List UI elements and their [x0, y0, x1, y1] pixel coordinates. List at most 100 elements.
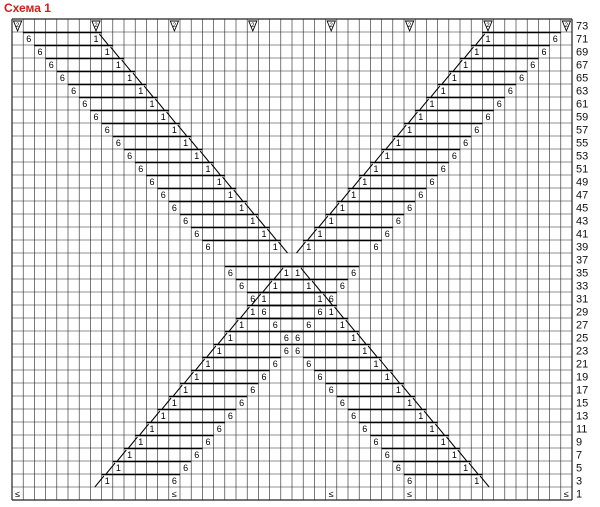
cable-count-label: 6 [519, 73, 524, 83]
single-stitch-label: 1 [93, 34, 98, 44]
single-stitch-label: 1 [452, 73, 457, 83]
cable-slant [423, 410, 434, 423]
slip-stitch-icon: ≤ [15, 489, 20, 499]
cable-count-label: 6 [396, 463, 401, 473]
cable-slant [318, 215, 329, 228]
row-number-label: 25 [576, 333, 588, 345]
cable-slant [441, 72, 452, 85]
single-stitch-label: 1 [306, 242, 311, 252]
single-stitch-label: 1 [373, 164, 378, 174]
single-stitch-label: 1 [429, 424, 434, 434]
single-stitch-label: 1 [295, 268, 300, 278]
cable-count-label: 6 [37, 47, 42, 57]
single-stitch-label: 1 [217, 346, 222, 356]
cable-count-label: 6 [553, 34, 558, 44]
single-stitch-label: 1 [161, 411, 166, 421]
cable-count-label: 6 [340, 281, 345, 291]
cable-slant [367, 345, 378, 358]
single-stitch-label: 1 [418, 112, 423, 122]
row-number-label: 23 [576, 346, 588, 358]
cable-count-label: 6 [82, 99, 87, 109]
slip-stitch-icon: ≤ [329, 489, 334, 499]
single-stitch-label: 1 [407, 125, 412, 135]
row-number-label: 51 [576, 164, 588, 176]
top-marker-label: 2 [94, 23, 98, 29]
cable-slant [154, 98, 165, 111]
single-stitch-label: 1 [441, 437, 446, 447]
single-stitch-label: 1 [161, 112, 166, 122]
top-marker-label: 2 [565, 23, 569, 29]
row-number-label: 55 [576, 138, 588, 150]
cable-slant [188, 137, 199, 150]
cable-count-label: 6 [396, 216, 401, 226]
cable-slant [434, 423, 445, 436]
cable-count-label: 6 [317, 307, 322, 317]
single-stitch-label: 1 [250, 307, 255, 317]
cable-count-label: 6 [172, 203, 177, 213]
single-stitch-label: 1 [127, 73, 132, 83]
chart-title: Схема 1 [4, 1, 51, 15]
single-stitch-label: 1 [385, 372, 390, 382]
cable-slant [199, 150, 210, 163]
cable-slant [177, 124, 188, 137]
cable-count-label: 6 [474, 125, 479, 135]
single-stitch-label: 1 [340, 203, 345, 213]
row-number-label: 13 [576, 411, 588, 423]
single-stitch-label: 1 [138, 86, 143, 96]
cable-slant [139, 423, 150, 436]
cable-slant [385, 137, 396, 150]
cable-slant [430, 85, 441, 98]
cable-slant [195, 358, 206, 371]
cable-slant [161, 397, 172, 410]
single-stitch-label: 1 [205, 359, 210, 369]
single-stitch-label: 1 [463, 60, 468, 70]
cable-slant [94, 475, 105, 488]
cable-count-label: 6 [71, 86, 76, 96]
cable-count-label: 6 [250, 385, 255, 395]
top-marker-label: 2 [408, 23, 412, 29]
cable-count-label: 6 [441, 164, 446, 174]
single-stitch-label: 1 [385, 151, 390, 161]
cable-slant [278, 241, 288, 254]
cable-count-label: 6 [138, 164, 143, 174]
cable-count-label: 6 [541, 47, 546, 57]
single-stitch-label: 1 [340, 320, 345, 330]
row-number-label: 17 [576, 385, 588, 397]
cable-count-label: 6 [485, 112, 490, 122]
cable-count-label: 6 [407, 476, 412, 486]
cable-slant [300, 267, 311, 280]
triangle-2-icon [326, 20, 336, 33]
row-number-label: 67 [576, 60, 588, 72]
top-marker-label: 2 [486, 23, 490, 29]
cable-slant [266, 228, 277, 241]
single-stitch-label: 1 [485, 34, 490, 44]
cable-slant [322, 293, 333, 306]
top-marker-label: 2 [251, 23, 255, 29]
cable-count-label: 6 [217, 424, 222, 434]
cable-slant [446, 436, 456, 449]
row-number-label: 47 [576, 190, 588, 202]
top-marker-label: 2 [16, 23, 20, 29]
cable-slant [340, 189, 351, 202]
triangle-2-icon [91, 20, 101, 33]
row-number-label: 61 [576, 99, 588, 111]
single-stitch-label: 1 [351, 190, 356, 200]
cable-count-label: 6 [463, 138, 468, 148]
single-stitch-label: 1 [463, 463, 468, 473]
single-stitch-label: 1 [329, 307, 334, 317]
row-number-label: 71 [576, 34, 588, 46]
single-stitch-label: 1 [373, 359, 378, 369]
cable-slant [132, 72, 143, 85]
cable-count-label: 6 [127, 151, 132, 161]
cable-count-label: 6 [183, 463, 188, 473]
cable-count-label: 6 [306, 359, 311, 369]
cable-slant [363, 163, 374, 176]
single-stitch-label: 1 [396, 385, 401, 395]
cable-slant [233, 189, 244, 202]
cable-count-label: 6 [306, 320, 311, 330]
single-stitch-label: 1 [138, 437, 143, 447]
cable-count-label: 6 [273, 359, 278, 369]
triangle-2-icon [248, 20, 258, 33]
cable-slant [334, 306, 344, 319]
cable-count-label: 6 [317, 372, 322, 382]
